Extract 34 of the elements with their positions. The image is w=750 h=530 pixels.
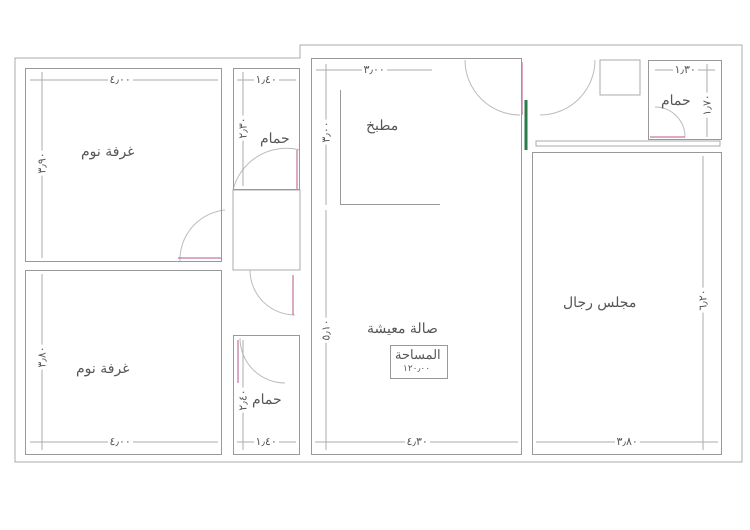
room-outline bbox=[532, 152, 722, 455]
room-outline bbox=[648, 60, 722, 140]
dimension-label: ٣٫٠٠ bbox=[320, 119, 332, 145]
room-name: غرفة نوم bbox=[76, 361, 130, 377]
dimension-label: ٥٫١٠ bbox=[320, 317, 332, 343]
dimension-label: ٦٫٢٠ bbox=[697, 287, 710, 313]
dimension-label: ١٫٣٠ bbox=[672, 64, 698, 76]
dimension-label: ١٫٧٠ bbox=[701, 92, 714, 118]
room-outline bbox=[233, 68, 300, 190]
room-name: غرفة نوم bbox=[81, 144, 134, 160]
area-label: المساحة bbox=[395, 348, 441, 363]
dimension-label: ٣٫٨٠ bbox=[614, 436, 640, 448]
room-name: حمام bbox=[661, 93, 691, 109]
area-box bbox=[390, 345, 448, 379]
dimension-label: ٤٫٣٠ bbox=[404, 436, 430, 448]
dimension-label: ٣٫٠٠ bbox=[362, 64, 387, 76]
room-name: مطبخ bbox=[366, 118, 398, 134]
room-outline bbox=[25, 68, 222, 262]
room-outline bbox=[233, 335, 300, 455]
room-name: مجلس رجال bbox=[563, 295, 636, 311]
room-name: صالة معيشة bbox=[367, 321, 438, 337]
room-name: حمام bbox=[252, 392, 282, 408]
area-value: ١٢٠٫٠٠ bbox=[403, 364, 430, 374]
room-name: حمام bbox=[260, 131, 290, 147]
dimension-label: ٣٫٩٠ bbox=[36, 150, 48, 176]
dimension-label: ٤٫٠٠ bbox=[108, 74, 133, 86]
kitchen-counter bbox=[340, 90, 440, 205]
dimension-label: ١٫٤٠ bbox=[254, 74, 279, 86]
dimension-label: ٣٫٨٠ bbox=[36, 344, 48, 370]
dimension-label: ١٫٤٠ bbox=[254, 436, 279, 448]
dimension-label: ٤٫٠٠ bbox=[108, 436, 133, 448]
dimension-label: ٢٫٣٠ bbox=[237, 115, 250, 141]
room-outline bbox=[25, 270, 222, 455]
dimension-label: ٢٫٤٠ bbox=[237, 387, 250, 413]
